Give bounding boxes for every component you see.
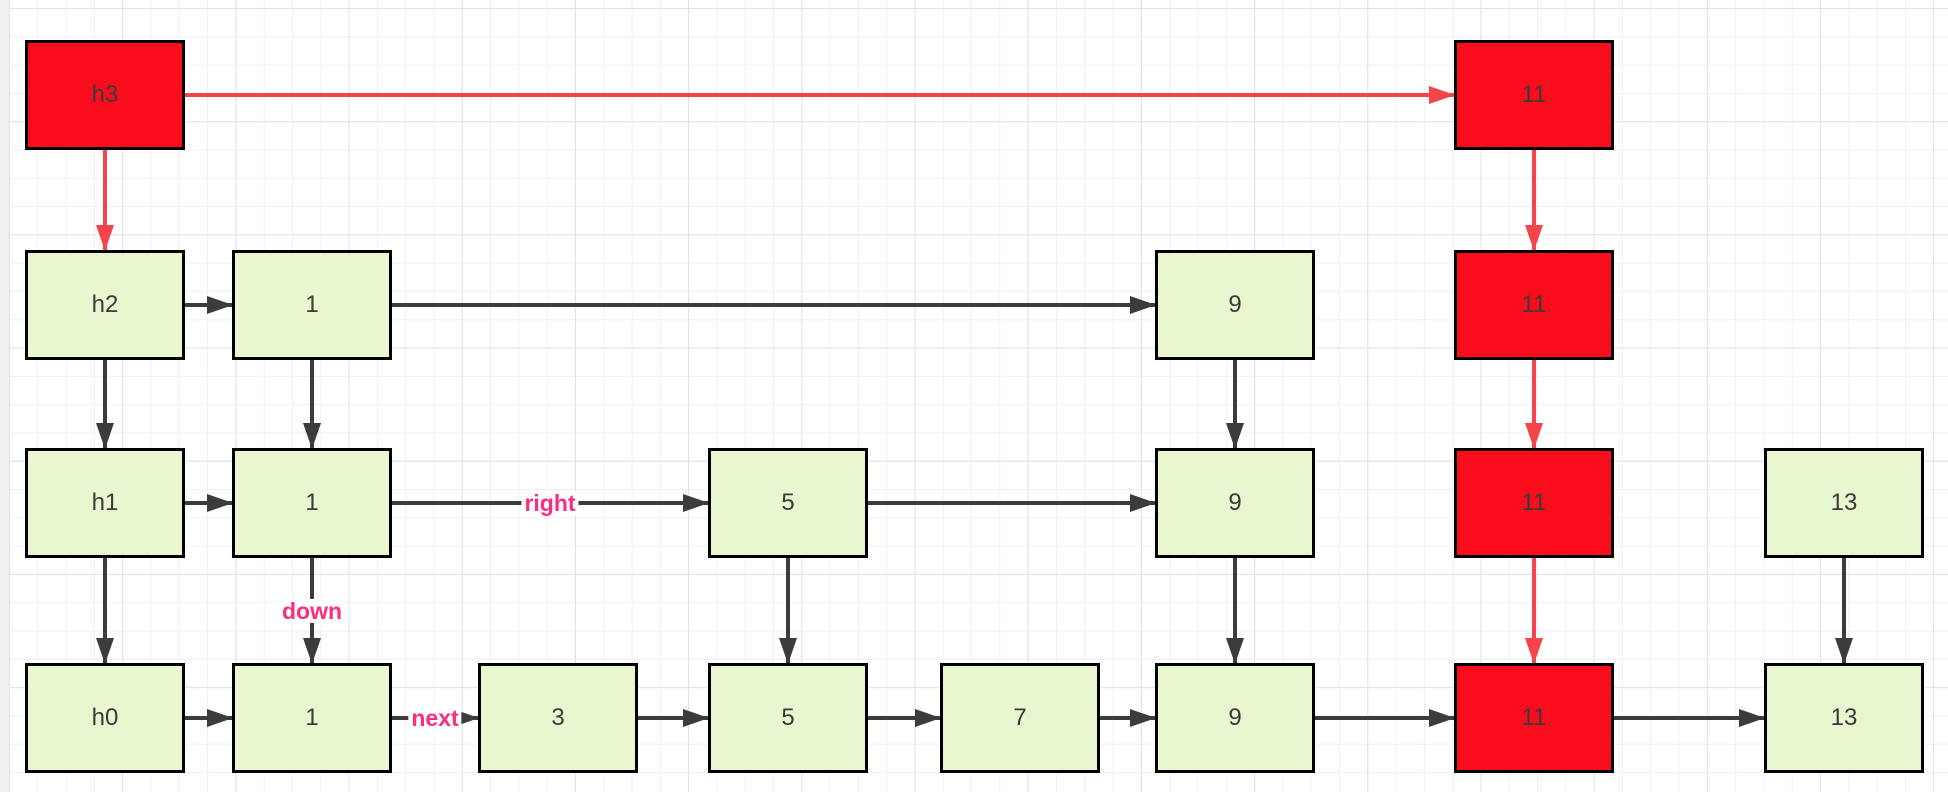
node-n3-0[interactable]: 3 xyxy=(478,663,638,773)
edge-label-next[interactable]: next xyxy=(408,706,462,730)
node-n11-0[interactable]: 11 xyxy=(1454,663,1614,773)
node-n11-1[interactable]: 11 xyxy=(1454,448,1614,558)
node-h1[interactable]: h1 xyxy=(25,448,185,558)
edge-label-right[interactable]: right xyxy=(521,491,579,515)
node-n5-0[interactable]: 5 xyxy=(708,663,868,773)
node-h2[interactable]: h2 xyxy=(25,250,185,360)
node-n5-1[interactable]: 5 xyxy=(708,448,868,558)
node-n9-1[interactable]: 9 xyxy=(1155,448,1315,558)
node-n9-0[interactable]: 9 xyxy=(1155,663,1315,773)
node-n1-0[interactable]: 1 xyxy=(232,663,392,773)
node-n13-0[interactable]: 13 xyxy=(1764,663,1924,773)
node-n13-1[interactable]: 13 xyxy=(1764,448,1924,558)
canvas-left-edge xyxy=(0,0,9,792)
node-n9-2[interactable]: 9 xyxy=(1155,250,1315,360)
edge-label-down[interactable]: down xyxy=(278,598,346,623)
node-h3[interactable]: h3 xyxy=(25,40,185,150)
node-h0[interactable]: h0 xyxy=(25,663,185,773)
node-n1-2[interactable]: 1 xyxy=(232,250,392,360)
node-n11-3[interactable]: 11 xyxy=(1454,40,1614,150)
node-n1-1[interactable]: 1 xyxy=(232,448,392,558)
node-n11-2[interactable]: 11 xyxy=(1454,250,1614,360)
node-n7-0[interactable]: 7 xyxy=(940,663,1100,773)
